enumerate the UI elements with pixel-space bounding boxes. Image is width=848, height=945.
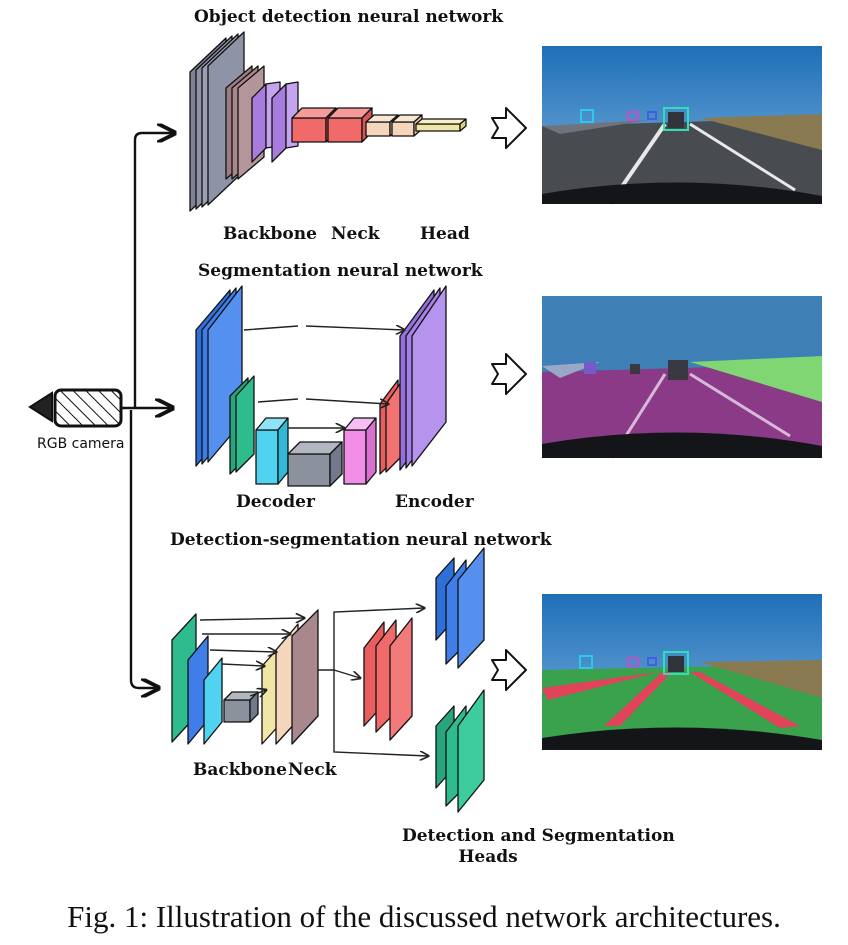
detection-output-image <box>542 46 822 206</box>
detection-network <box>189 31 467 212</box>
detection-label-head: Head <box>420 224 470 244</box>
segmentation-label-decoder: Decoder <box>236 492 316 512</box>
segmentation-output-image <box>542 296 822 459</box>
multitask-output-image <box>542 594 822 750</box>
detection-title: Object detection neural network <box>194 7 504 27</box>
multitask-heads-label-line1: Detection and Segmentation <box>402 826 675 846</box>
multitask-network <box>171 547 485 813</box>
multitask-label-neck: Neck <box>288 760 338 780</box>
output-arrow-icon <box>491 107 527 149</box>
detection-label-backbone: Backbone <box>223 224 317 244</box>
output-arrow-icon <box>491 649 527 691</box>
multitask-connections <box>199 608 428 756</box>
detection-label-neck: Neck <box>331 224 381 244</box>
multitask-label-backbone: Backbone <box>193 760 287 780</box>
segmentation-label-encoder: Encoder <box>395 492 475 512</box>
segmentation-skip-connections <box>243 326 404 428</box>
segmentation-network <box>195 285 447 487</box>
camera-icon <box>28 388 123 428</box>
camera-branch-arrows <box>121 133 174 688</box>
output-arrow-icon <box>491 353 527 395</box>
camera-label: RGB camera <box>37 436 125 452</box>
figure-caption: Fig. 1: Illustration of the discussed ne… <box>67 899 781 934</box>
multitask-heads-label-line2: Heads <box>458 847 517 867</box>
segmentation-title: Segmentation neural network <box>198 261 484 281</box>
multitask-title: Detection-segmentation neural network <box>170 530 553 550</box>
